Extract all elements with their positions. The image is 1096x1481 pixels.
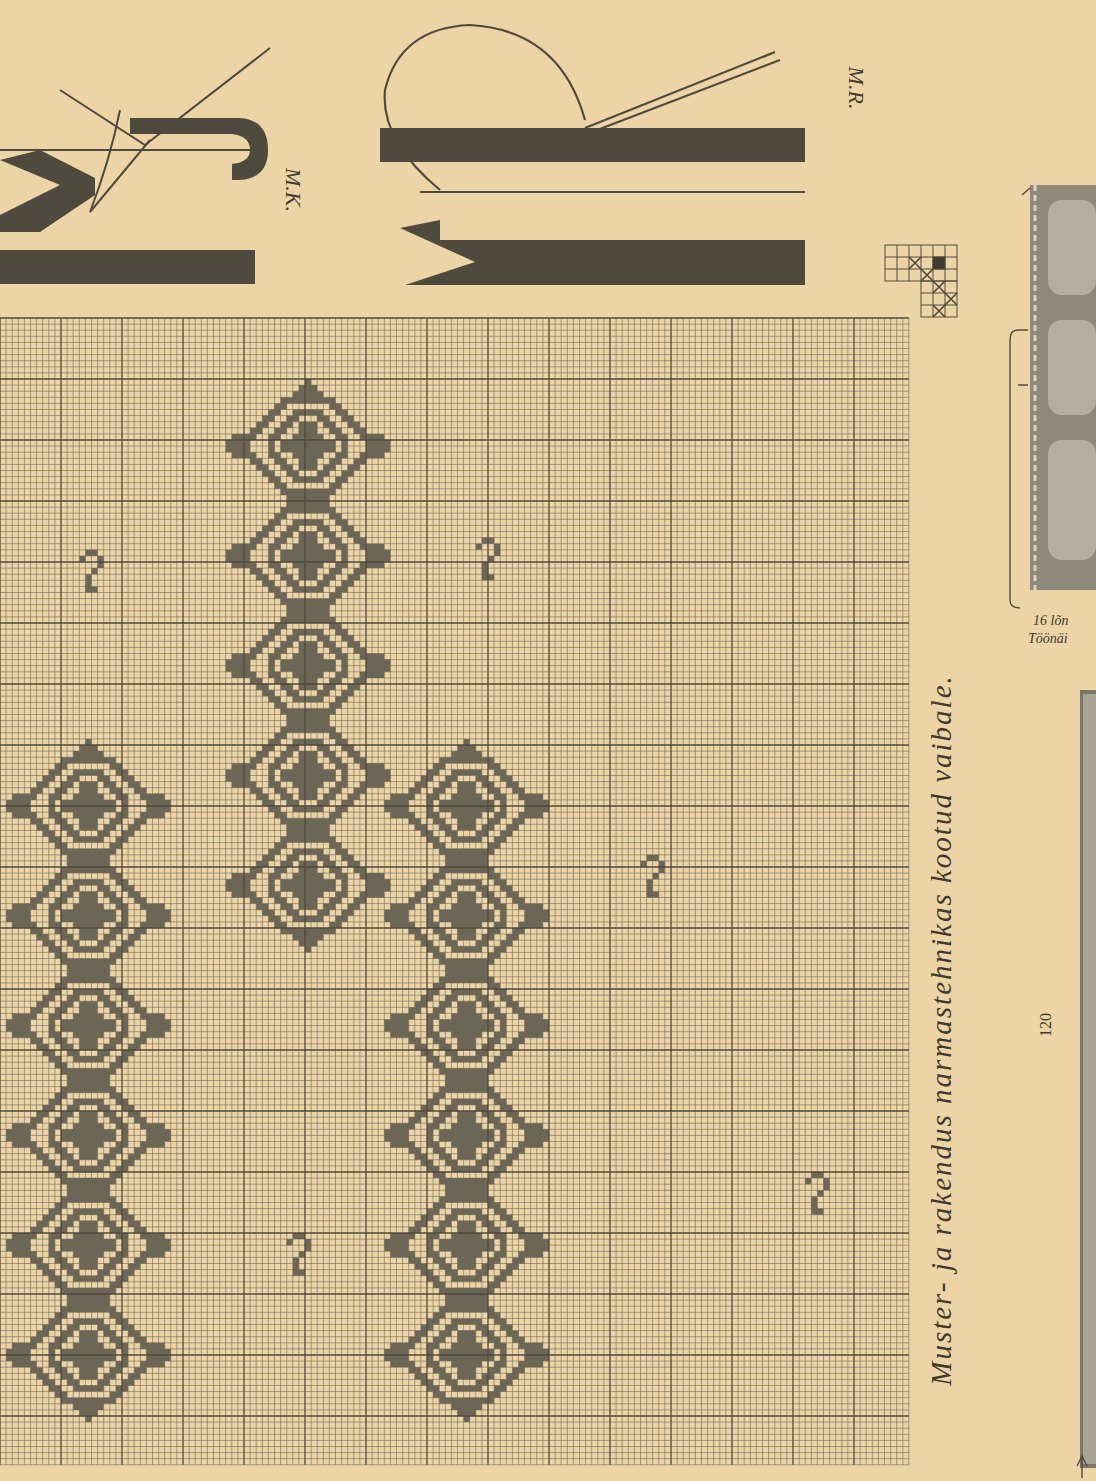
- arrow-mark: [1077, 1456, 1087, 1478]
- grid-line-major: [0, 318, 909, 1465]
- symbol-key: [885, 245, 957, 317]
- monogram-initials: M.R.: [845, 67, 867, 110]
- monogram-strokes: [385, 25, 805, 192]
- photo-fringe: [1034, 185, 1037, 590]
- filled-cells: [6, 379, 830, 1422]
- caption-text: Muster- ja rakendus narmastehnikas kootu…: [927, 674, 956, 1386]
- frame-inner: [1083, 694, 1096, 1464]
- photo-ground: [1030, 185, 1096, 590]
- monogram-line: [90, 110, 150, 212]
- monogram-line: [420, 191, 805, 193]
- photo-motif: [1048, 200, 1096, 295]
- dimension: 120: [1038, 1013, 1054, 1037]
- monogram-bar: [380, 128, 805, 162]
- monogram-bar: [400, 220, 805, 285]
- photo-motif: [1048, 320, 1096, 415]
- frame-edge: [1077, 690, 1096, 1478]
- monogram-line: [592, 60, 780, 132]
- key-cross: [909, 257, 957, 317]
- monogram-line: [0, 149, 255, 151]
- sample-photo: [1010, 185, 1096, 608]
- key-grid: [885, 245, 957, 317]
- grid-line: [0, 318, 909, 1465]
- monogram-line: [60, 48, 270, 145]
- pattern-grid: [0, 318, 909, 1465]
- monogram-arc: [385, 25, 585, 190]
- monogram-zigzag: [0, 150, 95, 232]
- photo-caption: 16 lõn: [1033, 614, 1068, 628]
- monogram-mr: [380, 128, 805, 285]
- monogram-initials: M.K.: [282, 168, 304, 212]
- bracket: [1010, 188, 1030, 608]
- frame-bar: [1080, 690, 1096, 1468]
- photo-motif: [1048, 440, 1096, 560]
- key-filled: [933, 257, 945, 269]
- monogram-strokes: [0, 48, 270, 212]
- monogram-line: [585, 52, 775, 128]
- monogram-mk: [0, 118, 268, 284]
- photo-caption: Töönäi: [1028, 632, 1068, 646]
- monogram-bar: [0, 250, 255, 284]
